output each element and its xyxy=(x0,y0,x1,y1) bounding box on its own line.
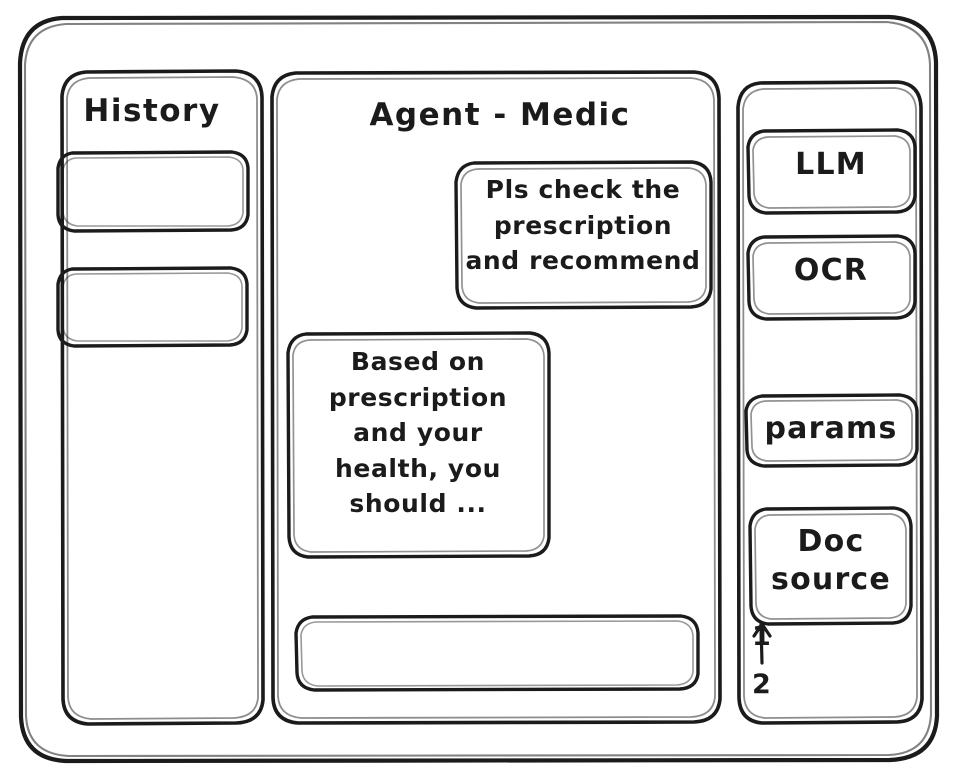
agent-title: Agent - Medic xyxy=(369,97,631,133)
history-item-1[interactable] xyxy=(58,152,248,231)
history-item-2[interactable] xyxy=(58,268,247,346)
assistant-message-bubble[interactable] xyxy=(288,333,549,557)
tool-card-params[interactable] xyxy=(746,395,917,466)
history-panel-title: History xyxy=(83,93,221,129)
tool-card-llm-label: LLM xyxy=(795,147,867,182)
tool-card-doc-source[interactable] xyxy=(750,508,911,624)
tool-card-params-label: params xyxy=(764,411,898,446)
tool-card-ocr[interactable] xyxy=(748,236,915,319)
message-composer-input[interactable] xyxy=(296,616,698,690)
user-message-bubble[interactable] xyxy=(456,162,711,308)
assistant-message-text: Based on prescription and your health, y… xyxy=(328,347,508,518)
doc-source-item-2[interactable]: 2 xyxy=(752,669,772,700)
tool-card-doc-source-label: Doc source xyxy=(771,524,891,597)
doc-source-item-1[interactable]: 1 xyxy=(752,621,772,652)
tool-card-llm[interactable] xyxy=(748,130,915,213)
user-message-text: Pls check the prescription and recommend xyxy=(465,175,701,275)
tool-card-ocr-label: OCR xyxy=(793,253,869,288)
